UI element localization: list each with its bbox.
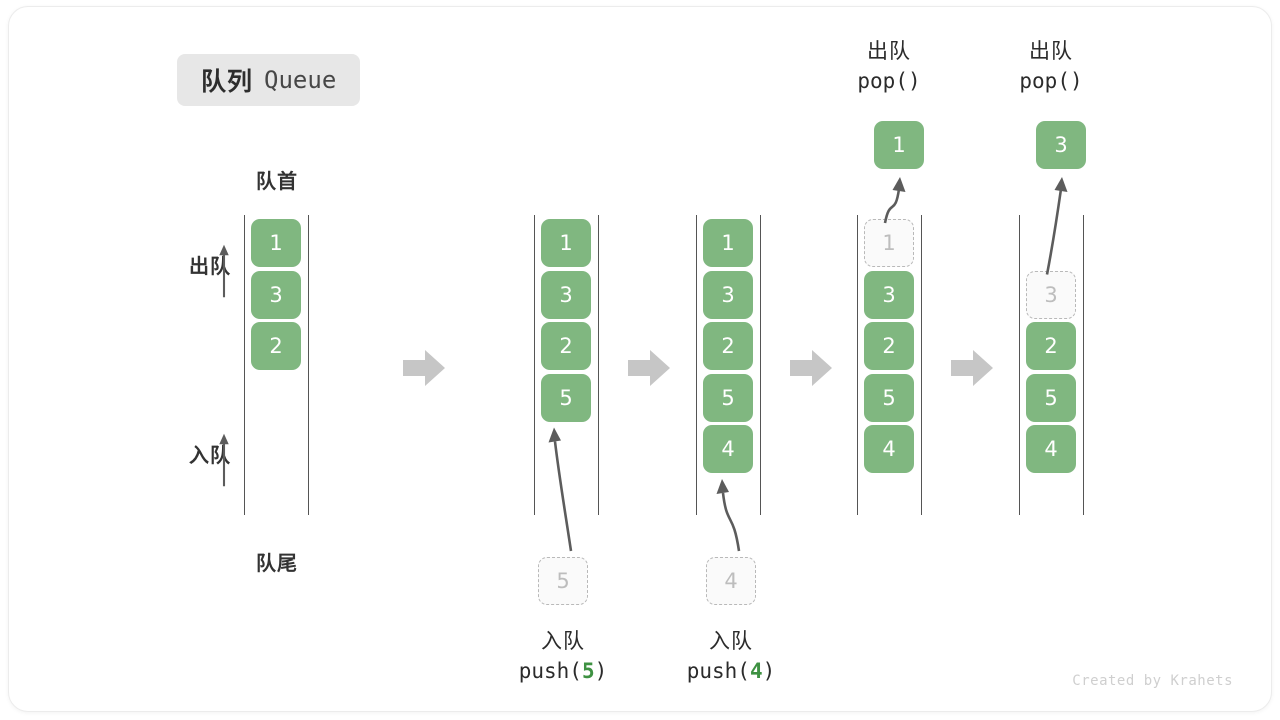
push-caption-cn: 入队 xyxy=(709,629,753,653)
push-caption-cn: 入队 xyxy=(541,629,585,653)
dequeue-direction-arrow xyxy=(219,244,229,298)
push-caption-code: push(5) xyxy=(518,658,608,683)
pop-arrow xyxy=(883,177,906,224)
title-cn: 队列 xyxy=(201,67,254,96)
push-caption-code: push(4) xyxy=(686,658,776,683)
push-caption: 入队 push(5) xyxy=(463,627,663,687)
queue-rail-left xyxy=(244,215,245,515)
pop-caption-cn: 出队 xyxy=(1029,39,1073,63)
queue-rail-right xyxy=(760,215,761,515)
queue-rail-right xyxy=(921,215,922,515)
queue-element-filled: 5 xyxy=(703,373,753,422)
queue-element-filled: 5 xyxy=(1026,373,1076,422)
push-arrow xyxy=(716,479,741,552)
queue-element-filled: 5 xyxy=(541,373,591,422)
queue-element-filled: 1 xyxy=(251,219,301,267)
pop-arrow xyxy=(1045,177,1068,275)
queue-rails xyxy=(696,215,762,515)
queue-element-filled: 3 xyxy=(251,270,301,319)
push-caption: 入队 push(4) xyxy=(631,627,831,687)
queue-head-label: 队首 xyxy=(256,169,298,193)
queue-rails xyxy=(534,215,600,515)
step-arrow-3 xyxy=(788,347,834,393)
queue-rail-right xyxy=(598,215,599,515)
pop-caption: 出队 pop() xyxy=(951,37,1151,97)
queue-rail-left xyxy=(1019,215,1020,515)
queue-element-filled: 2 xyxy=(703,322,753,370)
queue-element-filled: 4 xyxy=(703,425,753,473)
pending-push-element: 5 xyxy=(538,557,588,605)
popped-element: 1 xyxy=(874,121,924,169)
step-arrow-4 xyxy=(949,347,995,393)
queue-element-filled: 3 xyxy=(703,270,753,319)
queue-tail-label: 队尾 xyxy=(256,551,298,575)
queue-element-filled: 1 xyxy=(703,219,753,267)
queue-element-filled: 4 xyxy=(864,425,914,473)
queue-element-filled: 3 xyxy=(541,270,591,319)
push-arrow xyxy=(548,427,573,552)
title-badge: 队列 Queue xyxy=(177,54,361,106)
queue-rails xyxy=(857,215,923,515)
pop-caption: 出队 pop() xyxy=(789,37,989,97)
queue-rail-left xyxy=(696,215,697,515)
queue-element-ghost: 1 xyxy=(864,219,914,267)
pop-caption-cn: 出队 xyxy=(867,39,911,63)
queue-rail-right xyxy=(1083,215,1084,515)
queue-rails xyxy=(1019,215,1085,515)
title-en: Queue xyxy=(264,66,337,94)
queue-rail-left xyxy=(534,215,535,515)
queue-rail-right xyxy=(308,215,309,515)
queue-element-filled: 3 xyxy=(864,270,914,319)
queue-rail-left xyxy=(857,215,858,515)
pop-caption-code: pop() xyxy=(857,68,921,93)
queue-element-filled: 4 xyxy=(1026,425,1076,473)
queue-element-filled: 5 xyxy=(864,373,914,422)
popped-element: 3 xyxy=(1036,121,1086,169)
queue-element-filled: 2 xyxy=(251,322,301,370)
pop-caption-code: pop() xyxy=(1019,68,1083,93)
enqueue-direction-arrow xyxy=(219,433,229,487)
queue-element-ghost: 3 xyxy=(1026,270,1076,319)
step-arrow-2 xyxy=(626,347,672,393)
queue-element-filled: 1 xyxy=(541,219,591,267)
pending-push-element: 4 xyxy=(706,557,756,605)
queue-element-filled: 2 xyxy=(541,322,591,370)
queue-rails xyxy=(244,215,310,515)
queue-element-filled: 2 xyxy=(1026,322,1076,370)
queue-element-filled: 2 xyxy=(864,322,914,370)
credit-text: Created by Krahets xyxy=(1072,673,1233,689)
step-arrow-1 xyxy=(401,347,447,393)
